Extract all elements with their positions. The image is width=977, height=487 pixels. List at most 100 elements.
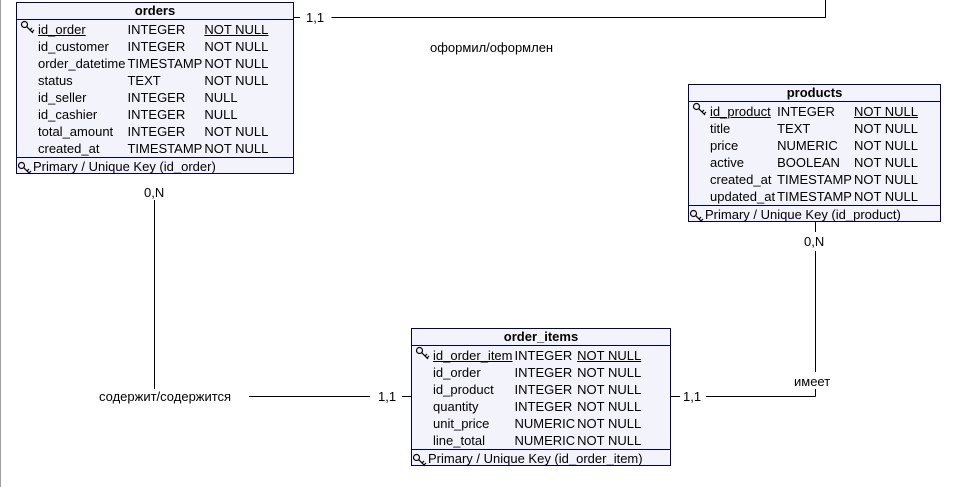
column-icon-slot: [17, 140, 38, 157]
column-nullability: NOT NULL: [853, 172, 919, 187]
column-name: quantity: [433, 399, 479, 414]
column-row[interactable]: title TEXT NOT NULL: [689, 120, 920, 137]
column-type: TEXT: [777, 121, 811, 136]
relationship-label-orders-items: содержит/содержится: [99, 389, 232, 404]
orders-top-link: [331, 0, 826, 18]
cardinality-orders-top: 1,1: [306, 10, 325, 25]
column-nullability: NOT NULL: [204, 21, 269, 37]
column-row[interactable]: total_amount INTEGER NOT NULL: [17, 123, 270, 140]
column-name: order_datetime: [38, 56, 126, 71]
column-icon-slot: [689, 154, 710, 171]
column-nullability: NOT NULL: [577, 416, 642, 431]
relationship-label-orders-top: оформил/оформлен: [430, 40, 554, 55]
column-icon-slot: [17, 89, 38, 106]
canvas-left-edge: [0, 0, 1, 487]
column-nullability: NOT NULL: [853, 121, 919, 136]
column-nullability: NOT NULL: [853, 189, 919, 204]
column-nullability: NOT NULL: [853, 155, 919, 170]
column-name: id_order: [433, 365, 481, 380]
column-icon-slot: [689, 120, 710, 137]
column-name: updated_at: [710, 189, 776, 204]
key-label: Primary / Unique Key (id_order): [33, 159, 216, 174]
column-name: id_seller: [38, 90, 87, 105]
column-type: NUMERIC: [777, 138, 838, 153]
key-icon: [689, 102, 710, 120]
column-icon-slot: [412, 364, 433, 381]
cardinality-orders-items-orders: 0,N: [144, 185, 165, 200]
primary-key-footer: Primary / Unique Key (id_order): [17, 157, 293, 175]
primary-key-footer: Primary / Unique Key (id_order_item): [412, 449, 670, 467]
column-nullability: NOT NULL: [577, 347, 642, 363]
column-nullability: NOT NULL: [577, 399, 642, 414]
column-nullability: NOT NULL: [577, 433, 642, 448]
column-type: TEXT: [127, 73, 161, 88]
primary-key-footer: Primary / Unique Key (id_product): [689, 205, 940, 223]
key-icon: [17, 161, 33, 175]
column-type: INTEGER: [514, 382, 573, 397]
column-name: line_total: [433, 433, 486, 448]
column-nullability: NOT NULL: [853, 138, 919, 153]
entity-title: products: [689, 85, 940, 102]
relationship-label-products-items: имеет: [794, 374, 831, 389]
key-label: Primary / Unique Key (id_product): [705, 207, 901, 222]
column-row[interactable]: active BOOLEAN NOT NULL: [689, 154, 920, 171]
column-type: NUMERIC: [514, 416, 576, 431]
cardinality-products-items-items: 1,1: [683, 389, 702, 404]
column-nullability: NULL: [204, 90, 238, 105]
column-name: status: [38, 73, 73, 88]
column-type: BOOLEAN: [777, 155, 840, 170]
column-type: TIMESTAMP: [127, 141, 203, 156]
column-name: created_at: [710, 172, 772, 187]
column-nullability: NOT NULL: [577, 365, 642, 380]
column-name: created_at: [38, 141, 100, 156]
column-type: TIMESTAMP: [777, 189, 852, 204]
column-icon-slot: [17, 38, 38, 55]
column-type: INTEGER: [514, 399, 573, 414]
column-type: INTEGER: [127, 107, 186, 122]
column-type: INTEGER: [127, 39, 186, 54]
entity-title: order_items: [412, 329, 670, 346]
column-name: title: [710, 121, 731, 136]
column-row[interactable]: quantity INTEGER NOT NULL: [412, 398, 643, 415]
column-name: id_product: [710, 103, 771, 119]
key-icon: [412, 453, 428, 467]
column-name: id_product: [433, 382, 494, 397]
cardinality-orders-items-items: 1,1: [378, 389, 397, 404]
column-name: id_order_item: [433, 347, 513, 363]
column-nullability: NULL: [204, 107, 238, 122]
column-type: INTEGER: [127, 124, 186, 139]
column-name: id_cashier: [38, 107, 98, 122]
column-name: id_customer: [38, 39, 109, 54]
key-icon: [17, 20, 38, 38]
column-icon-slot: [17, 72, 38, 89]
column-nullability: NOT NULL: [204, 124, 269, 139]
column-name: total_amount: [38, 124, 114, 139]
column-row[interactable]: id_cashier INTEGER NULL: [17, 106, 270, 123]
column-icon-slot: [412, 398, 433, 415]
column-name: active: [710, 155, 744, 170]
column-nullability: NOT NULL: [204, 141, 269, 156]
column-nullability: NOT NULL: [853, 103, 919, 119]
